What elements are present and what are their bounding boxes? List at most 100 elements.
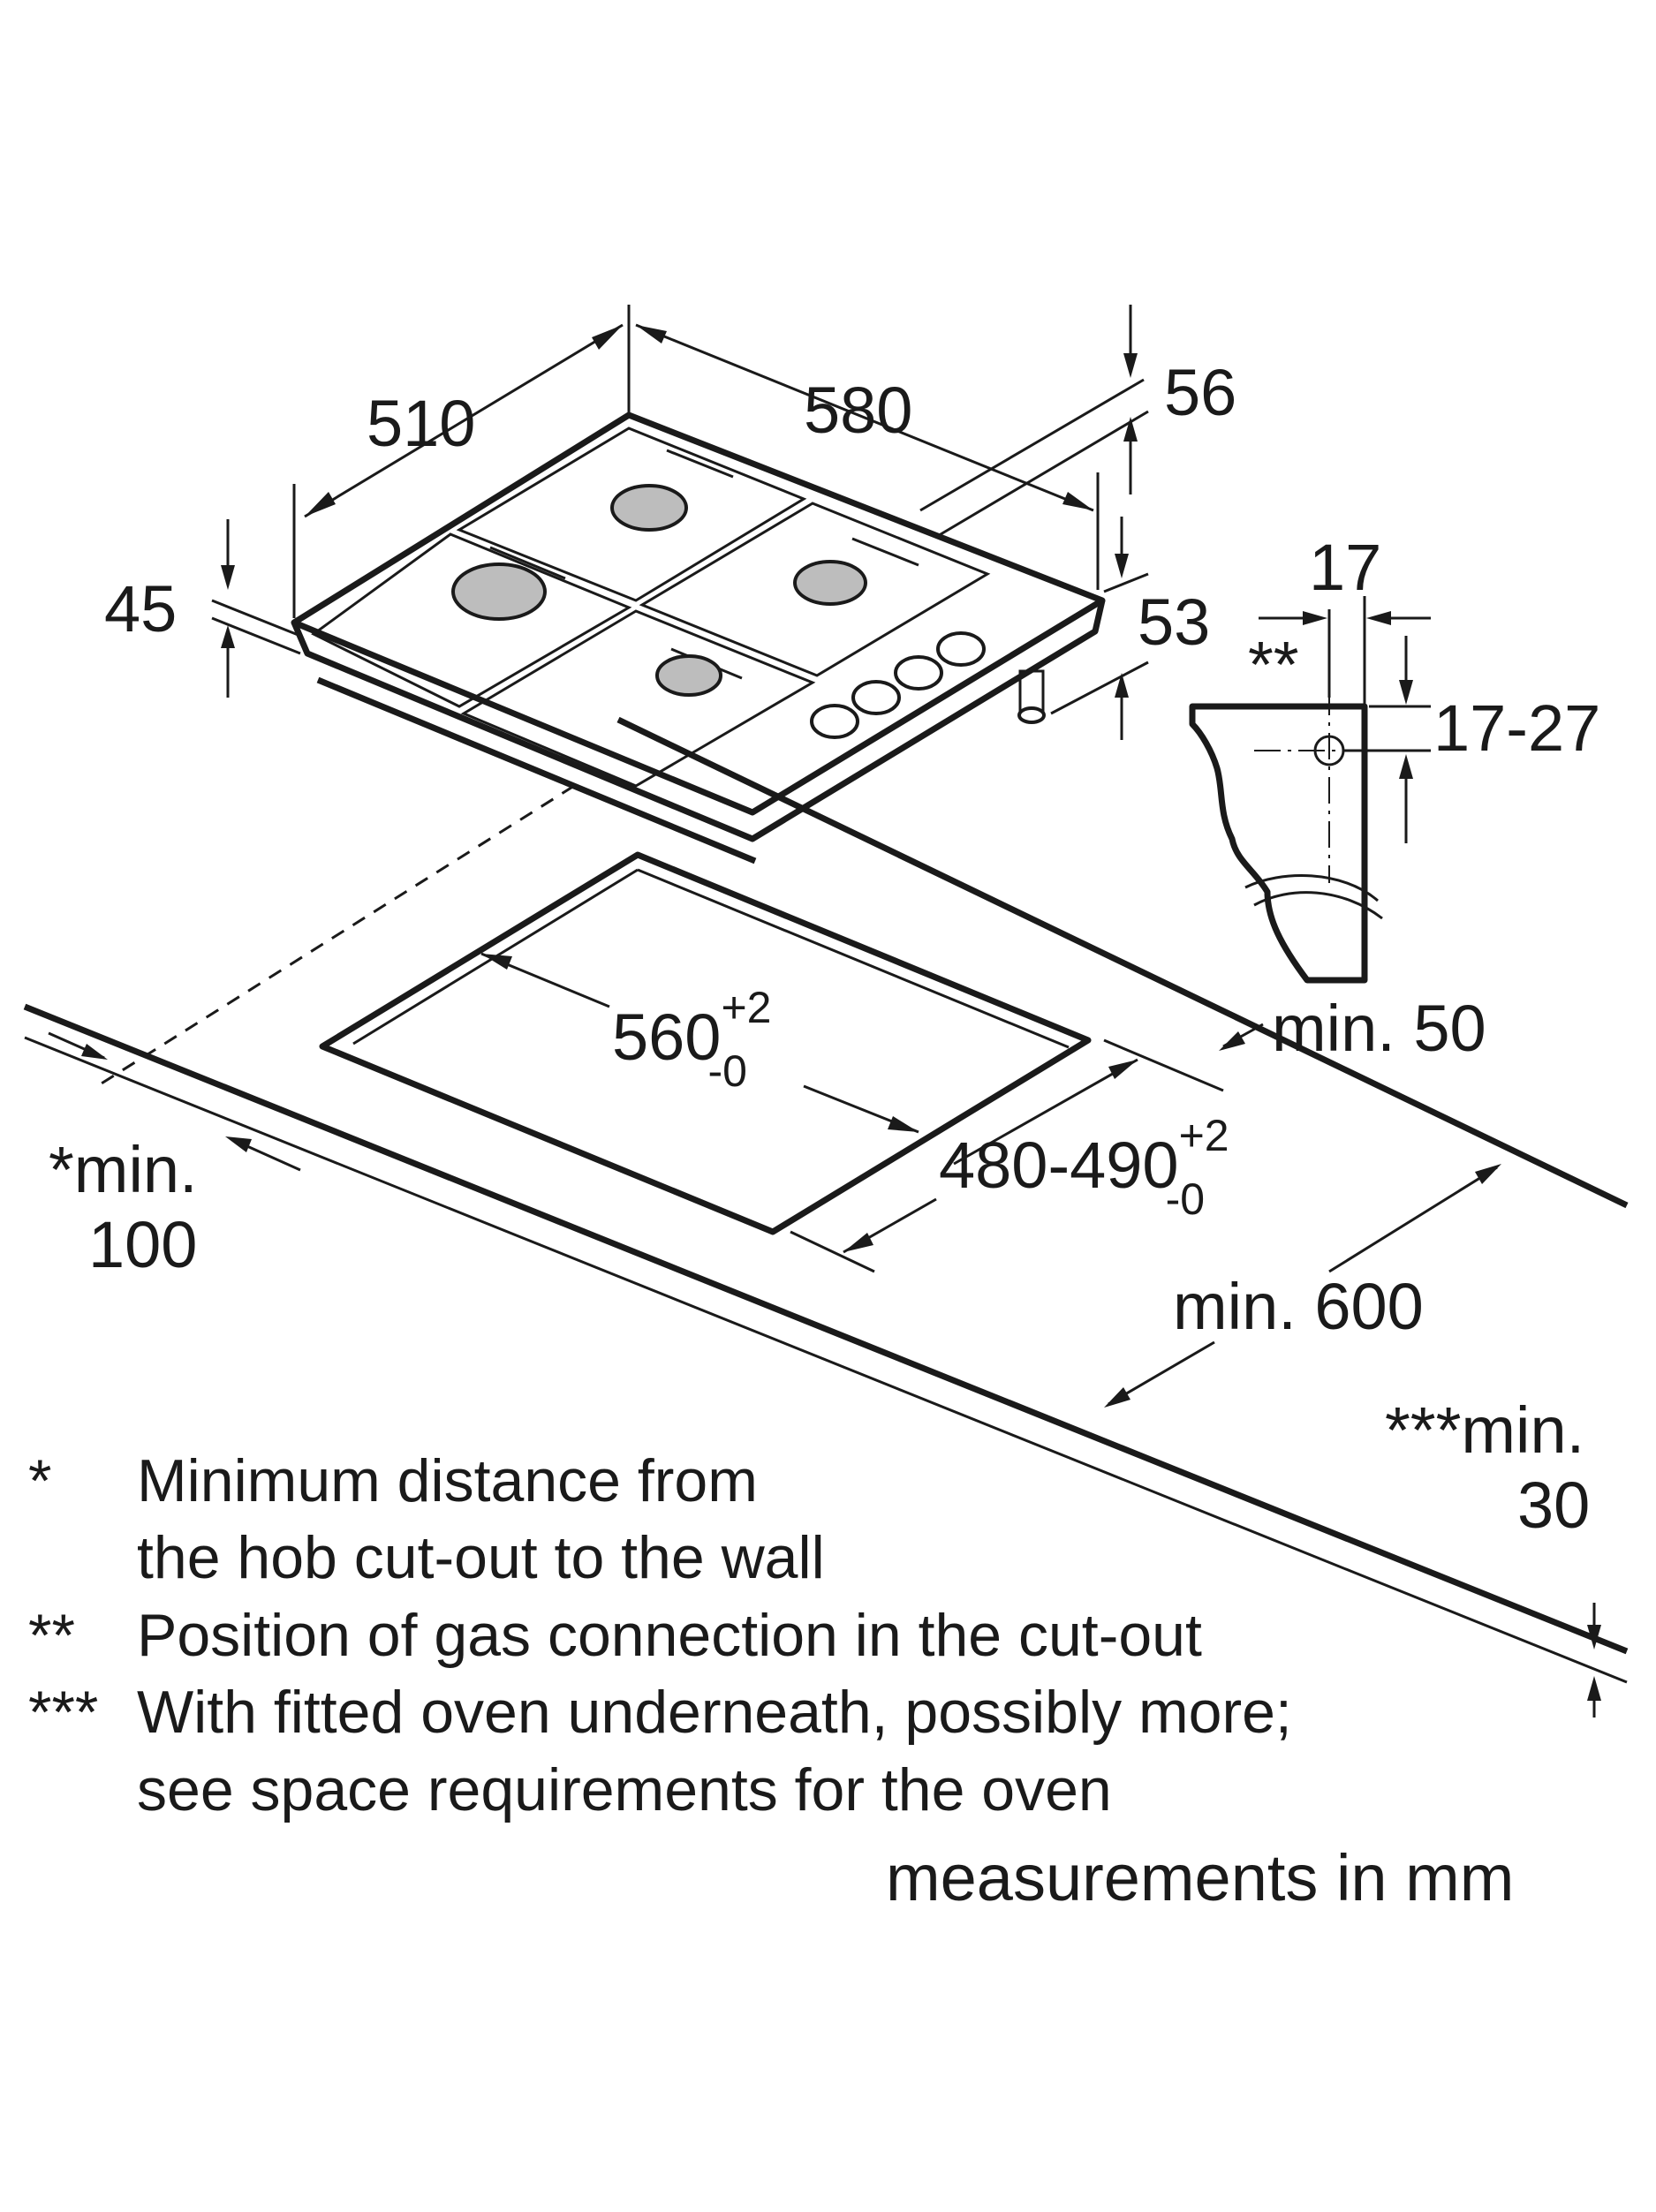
control-knobs (810, 631, 986, 739)
arrow-icon (888, 1116, 919, 1132)
arrow-icon (1123, 353, 1138, 378)
cutout-inner-rear (637, 868, 1070, 1049)
arrow-icon (636, 325, 667, 344)
label-cutout-depth: 480-490+2-0 (939, 1111, 1229, 1224)
ext-line (211, 599, 301, 638)
arrow-icon (1475, 1164, 1501, 1184)
arrow-icon (221, 625, 235, 648)
arrow-icon (843, 1233, 873, 1252)
arrow-icon (1115, 554, 1129, 578)
support-bar (666, 449, 734, 479)
hob-top-plate (291, 411, 1106, 816)
ext-line (790, 1230, 875, 1273)
arrow-icon (1587, 1676, 1601, 1701)
worktop-front-bottom-edge (24, 1036, 1628, 1684)
burner-rear-right (793, 560, 867, 606)
burners (451, 484, 867, 697)
burner-front-left (451, 562, 547, 621)
arrow-icon (1115, 673, 1129, 698)
knob-icon (851, 680, 901, 715)
support-bar (489, 546, 566, 580)
cutout-outline (319, 851, 1092, 1235)
label-gas-depth: 53 (1138, 585, 1210, 659)
pan-support-rear-left (456, 427, 807, 602)
note-2-line-1: Position of gas connection in the cut-ou… (137, 1602, 1202, 1669)
burner-front-right (655, 654, 722, 697)
label-depth: 510 (367, 387, 475, 460)
note-1-line-2: the hob cut-out to the wall (137, 1524, 825, 1591)
arrow-icon (1366, 611, 1391, 625)
cutout-projection-line (96, 784, 575, 1088)
knob-icon (810, 704, 859, 739)
note-marker-1: * (28, 1447, 51, 1514)
label-gas-horizontal: 17 (1309, 531, 1381, 604)
ext-line (935, 410, 1149, 539)
break-line (1244, 874, 1379, 902)
dim-line-480 (953, 1058, 1138, 1166)
note-marker-2: ** (28, 1602, 75, 1669)
label-wall-clearance-line1: *min. (49, 1133, 198, 1206)
arrow-icon (1104, 1387, 1130, 1408)
note-marker-3: *** (28, 1679, 98, 1746)
units-label: measurements in mm (886, 1841, 1514, 1914)
footnotes: * Minimum distance from the hob cut-out … (28, 1447, 1514, 1914)
pan-support-front-right (460, 609, 816, 788)
arrow-icon (225, 1136, 252, 1152)
support-bar (851, 537, 919, 567)
arrow-icon (481, 954, 512, 970)
break-line (1253, 891, 1383, 920)
arrow-icon (1108, 1060, 1138, 1079)
arrow-icon (1303, 611, 1327, 625)
hob-side-edge (291, 600, 1106, 842)
worktop-rear-edge (616, 716, 1629, 1209)
cutout-dimension-lines (48, 952, 1601, 1718)
knob-icon (936, 631, 986, 667)
note-3-line-2: see space requirements for the oven (137, 1756, 1112, 1823)
label-gas-offset: 56 (1164, 356, 1236, 429)
label-width: 580 (804, 374, 912, 447)
gas-pipe-end (1017, 706, 1046, 724)
hob-base-edge (316, 676, 757, 864)
pan-support-front-left (311, 532, 632, 708)
arrow-icon (1399, 680, 1413, 705)
hob-dimension-lines (211, 305, 1149, 740)
arrow-icon (305, 492, 336, 517)
label-height: 45 (104, 572, 177, 645)
arrow-icon (1399, 754, 1413, 779)
hob (291, 411, 1106, 864)
label-gas-vertical: 17-27 (1433, 691, 1600, 765)
dim-line-580 (635, 323, 1094, 512)
arrow-icon (1587, 1625, 1601, 1650)
ext-line (1103, 1038, 1224, 1092)
label-worktop-depth: min. 600 (1173, 1270, 1424, 1343)
label-gas-marker: ** (1248, 628, 1299, 701)
arrow-icon (1062, 492, 1093, 510)
label-worktop-thickness-line2: 30 (1517, 1468, 1590, 1542)
label-cutout-width: 560+2-0 (612, 983, 771, 1096)
ext-line (1050, 661, 1149, 715)
worktop (23, 716, 1629, 1684)
arrow-icon (1123, 417, 1138, 442)
label-rear-clearance: min. 50 (1272, 992, 1486, 1065)
arrow-icon (81, 1044, 108, 1060)
note-1-line-1: Minimum distance from (137, 1447, 758, 1514)
pan-support-rear-right (639, 502, 991, 677)
worktop-front-top-edge (23, 1003, 1629, 1655)
dim-line-510 (304, 323, 624, 518)
note-3-line-1: With fitted oven underneath, possibly mo… (137, 1679, 1292, 1746)
dim-line-min600 (1328, 1166, 1498, 1273)
gas-connection-detail (1189, 596, 1431, 984)
arrow-icon (1219, 1031, 1245, 1051)
ext-line (211, 616, 301, 655)
arrow-icon (221, 565, 235, 590)
ext-line (1103, 572, 1149, 593)
dimension-labels: 510 580 45 56 53 17 ** 17-27 560+2-0 480… (49, 356, 1600, 1542)
gas-pipe (1017, 669, 1046, 724)
pan-supports (311, 427, 991, 788)
worktop-section-profile (1189, 703, 1368, 984)
ext-line (919, 378, 1145, 512)
label-worktop-thickness-line1: ***min. (1385, 1393, 1584, 1467)
burner-rear-left (610, 484, 688, 532)
